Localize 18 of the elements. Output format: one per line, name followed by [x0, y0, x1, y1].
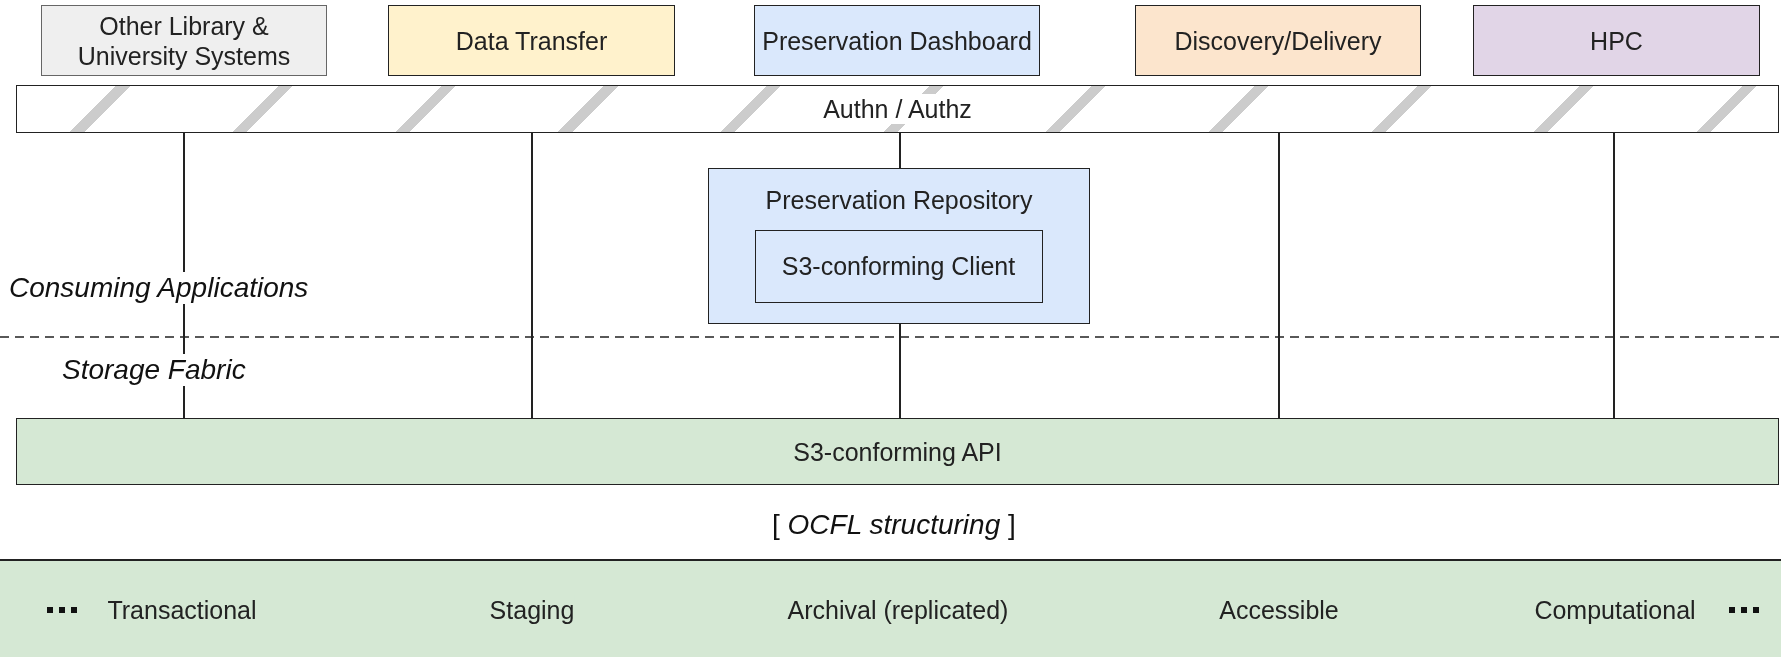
connector-line — [899, 132, 901, 169]
layer-label: Storage Fabric — [62, 354, 246, 386]
auth-bar: Authn / Authz — [16, 85, 1779, 133]
layer-label: Consuming Applications — [9, 272, 309, 304]
note-label: [ OCFL structuring ] — [772, 509, 1016, 541]
connector-line — [531, 132, 533, 419]
api-bar: S3-conforming API — [16, 418, 1779, 485]
system-box: Preservation Dashboard — [754, 5, 1040, 76]
system-box: Discovery/Delivery — [1135, 5, 1421, 76]
storage-tier-band — [0, 559, 1781, 657]
system-box: HPC — [1473, 5, 1760, 76]
connector-line — [1278, 132, 1280, 419]
system-box: Other Library & University Systems — [41, 5, 327, 76]
connector-line — [899, 323, 901, 419]
repository-box: Preservation Repository S3-conforming Client — [708, 168, 1090, 324]
system-box: Data Transfer — [388, 5, 675, 76]
client-box: S3-conforming Client — [754, 229, 1043, 303]
connector-line — [1613, 132, 1615, 419]
